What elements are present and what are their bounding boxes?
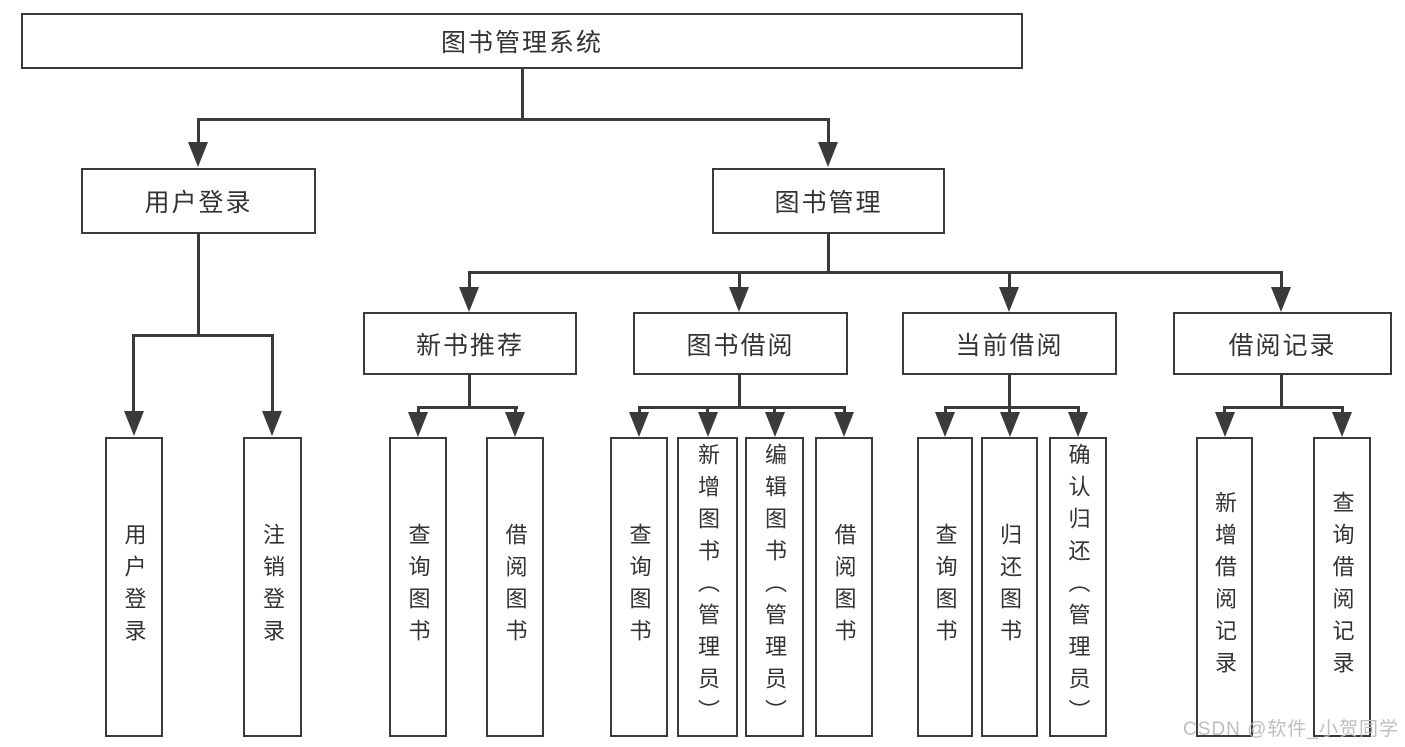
watermark: CSDN @软件_小贺同学 (1183, 719, 1399, 740)
connector-hline (132, 334, 274, 337)
arrow-down-icon (505, 412, 525, 437)
node-label: 图书管理系统 (440, 29, 603, 57)
arrow-down-icon (818, 142, 838, 167)
arrow-down-icon (698, 412, 718, 437)
arrow-down-icon (459, 287, 479, 312)
leaf-label: 新增借阅记录 (1212, 491, 1238, 683)
node-book-borrow: 图书借阅 (633, 312, 848, 375)
arrow-down-icon (729, 287, 749, 312)
arrow-down-icon (408, 412, 428, 437)
leaf-label: 用户登录 (121, 523, 147, 651)
connector-vline (1341, 406, 1344, 414)
leaf-label: 新增图书（管理员） (695, 443, 721, 731)
node-label: 当前借阅 (955, 331, 1064, 360)
arrow-down-icon (1332, 412, 1352, 437)
arrow-down-icon (262, 411, 282, 436)
arrow-down-icon (935, 412, 955, 437)
connector-vline (468, 375, 471, 408)
node-user-login: 用户登录 (81, 168, 316, 234)
arrow-down-icon (999, 287, 1019, 312)
node-library-system: 图书管理系统 (21, 13, 1023, 69)
leaf-label: 查询图书 (626, 523, 652, 651)
node-label: 图书借阅 (686, 331, 795, 360)
arrow-down-icon (124, 411, 144, 436)
arrow-down-icon (834, 412, 854, 437)
connector-vline (1008, 271, 1011, 288)
arrow-down-icon (1271, 287, 1291, 312)
connector-hline (1223, 406, 1344, 409)
arrow-down-icon (188, 142, 208, 167)
leaf-label: 归还图书 (997, 523, 1023, 651)
leaf-confirm-return-admin: 确认归还（管理员） (1049, 437, 1107, 737)
connector-vline (1280, 375, 1283, 408)
connector-hline (638, 406, 846, 409)
arrow-down-icon (1000, 412, 1020, 437)
arrow-down-icon (1068, 412, 1088, 437)
leaf-borrow-books-borrow: 借阅图书 (815, 437, 873, 737)
connector-vline (706, 406, 709, 414)
leaf-label: 确认归还（管理员） (1065, 443, 1091, 731)
leaf-query-books-borrow: 查询图书 (610, 437, 668, 737)
connector-vline (521, 68, 524, 121)
leaf-query-borrow-record: 查询借阅记录 (1313, 437, 1371, 737)
leaf-edit-books-admin: 编辑图书（管理员） (745, 437, 804, 737)
leaf-label: 编辑图书（管理员） (762, 443, 788, 731)
connector-vline (773, 406, 776, 414)
connector-vline (638, 406, 641, 414)
connector-hline (197, 118, 830, 121)
connector-hline (944, 406, 1080, 409)
leaf-label: 注销登录 (260, 523, 286, 651)
node-borrow-records: 借阅记录 (1173, 312, 1392, 375)
connector-hline (468, 271, 1283, 274)
connector-vline (1008, 375, 1011, 408)
node-label: 借阅记录 (1228, 331, 1337, 360)
leaf-add-books-admin: 新增图书（管理员） (677, 437, 738, 737)
leaf-borrow-books-recommend: 借阅图书 (486, 437, 544, 737)
connector-vline (417, 406, 420, 414)
node-label: 图书管理 (774, 189, 883, 217)
connector-vline (738, 375, 741, 408)
connector-vline (1280, 271, 1283, 288)
leaf-user-login: 用户登录 (105, 437, 163, 737)
arrow-down-icon (629, 412, 649, 437)
leaf-query-books-current: 查询图书 (917, 437, 973, 737)
arrow-down-icon (1215, 412, 1235, 437)
connector-vline (827, 234, 830, 273)
connector-vline (843, 406, 846, 414)
node-book-management: 图书管理 (712, 168, 945, 234)
connector-vline (271, 334, 274, 412)
connector-vline (1223, 406, 1226, 414)
connector-vline (738, 271, 741, 288)
arrow-down-icon (765, 412, 785, 437)
node-current-borrow: 当前借阅 (902, 312, 1117, 375)
leaf-label: 借阅图书 (502, 523, 528, 651)
connector-vline (468, 271, 471, 288)
connector-vline (132, 334, 135, 412)
leaf-label: 查询图书 (405, 523, 431, 651)
connector-vline (197, 118, 200, 144)
leaf-label: 查询借阅记录 (1329, 491, 1355, 683)
connector-vline (944, 406, 947, 414)
connector-vline (1077, 406, 1080, 414)
node-label: 新书推荐 (415, 331, 524, 360)
connector-vline (514, 406, 517, 414)
leaf-logout: 注销登录 (243, 437, 302, 737)
connector-hline (417, 406, 518, 409)
connector-vline (827, 118, 830, 144)
connector-vline (1008, 406, 1011, 414)
node-new-book-recommend: 新书推荐 (363, 312, 577, 375)
node-label: 用户登录 (144, 189, 253, 217)
leaf-return-books: 归还图书 (981, 437, 1038, 737)
connector-vline (197, 234, 200, 336)
leaf-query-books-recommend: 查询图书 (389, 437, 447, 737)
leaf-label: 借阅图书 (831, 523, 857, 651)
leaf-label: 查询图书 (932, 523, 958, 651)
leaf-add-borrow-record: 新增借阅记录 (1196, 437, 1253, 737)
